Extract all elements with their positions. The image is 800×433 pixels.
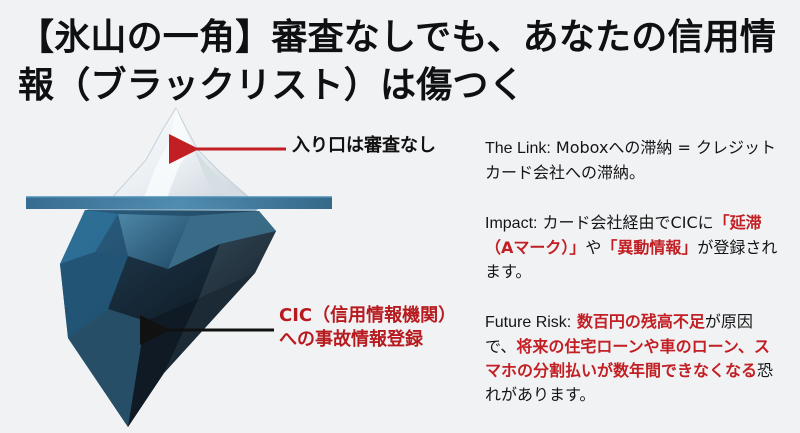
info-impact-text-2: や [585,238,602,257]
info-panel: The Link: Moboxへの滞納 = クレジットカード会社への滞納。 Im… [485,136,781,407]
iceberg-under-water [60,210,276,427]
info-impact-red-2: 「異動情報」 [601,238,698,257]
info-future-red-1: 数百円の残高不足 [571,312,705,331]
info-impact: Impact: カード会社経由でCICに「延滞（Aマーク）」や「異動情報」が登録… [485,211,781,284]
info-future-prefix: Future Risk: [485,314,572,331]
entry-no-screening-label: 入り口は審査なし [292,135,436,156]
info-impact-prefix: Impact: [485,215,538,232]
info-link-text: Moboxへの滞納 = クレジットカード会社への滞納。 [485,138,776,182]
page-title: 【氷山の一角】審査なしでも、あなたの信用情報（ブラックリスト）は傷つく [18,17,777,106]
info-impact-text-3: が登録されます。 [485,238,778,281]
info-impact-red-1: 「延滞（Aマーク）」 [485,213,762,257]
info-future: Future Risk: 数百円の残高不足が原因で、将来の住宅ローンや車のローン… [485,310,781,407]
info-impact-text-1: カード会社経由でCICに [537,213,714,232]
info-link: The Link: Moboxへの滞納 = クレジットカード会社への滞納。 [485,136,781,185]
water-surface [26,196,332,214]
iceberg-above-water [108,106,254,201]
info-future-text-2: 恐れがあります。 [485,361,774,404]
info-link-prefix: The Link: [485,140,551,157]
cic-registration-label: CIC（信用情報機関）への事故情報登録 [279,305,457,350]
info-future-red-2: 将来の住宅ローンや車のローン、スマホの分割払いが数年間できなくなる [485,337,770,380]
info-future-text-1: が原因で、 [485,312,753,356]
